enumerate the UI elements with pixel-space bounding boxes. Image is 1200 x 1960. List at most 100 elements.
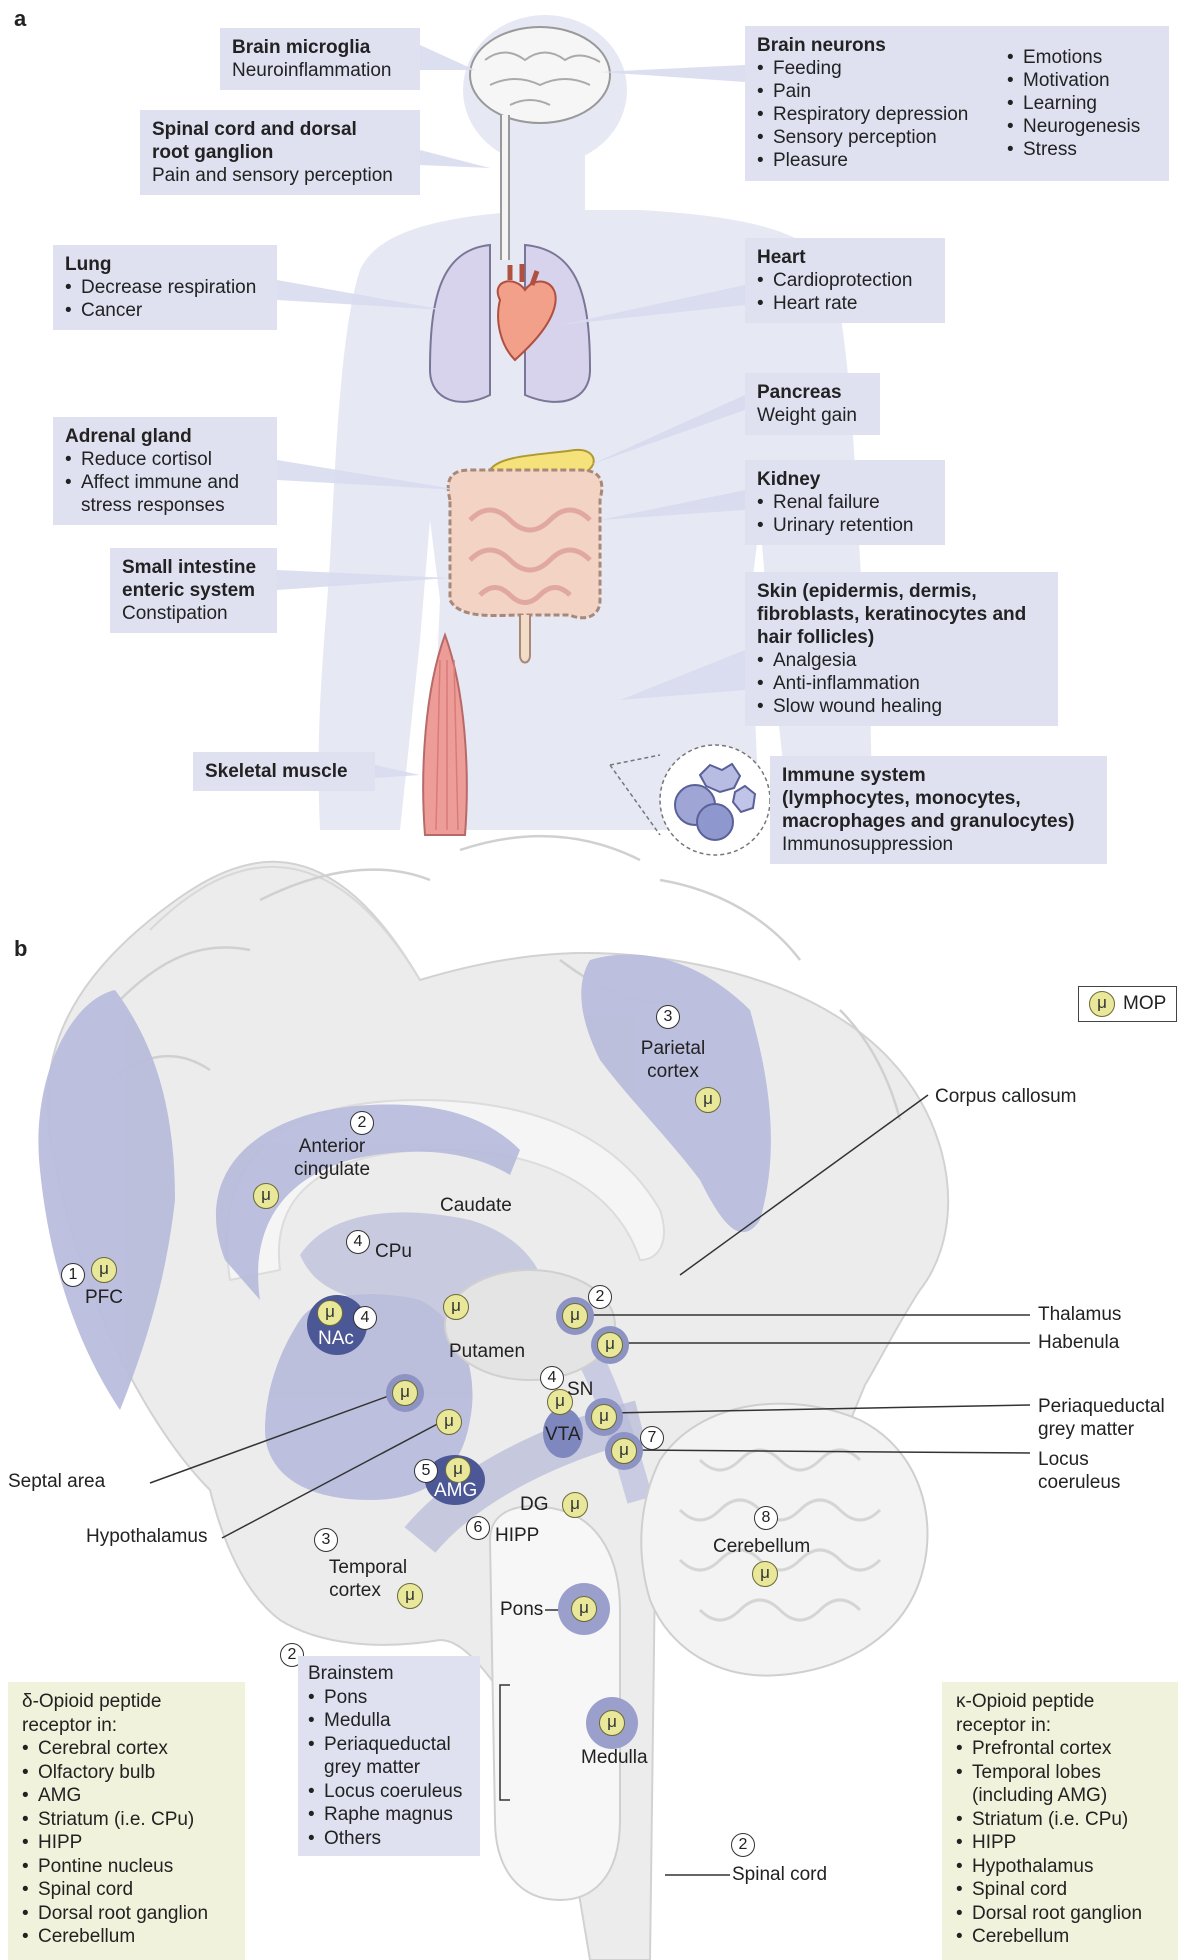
list-item: Others [308,1827,470,1851]
mu-receptor-icon: μ [443,1294,469,1320]
list-item: Dorsal root ganglion [22,1902,231,1926]
number-badge: 4 [540,1366,564,1390]
list-item: Cancer [65,299,265,322]
label-lc-1: Locus [1038,1449,1089,1470]
heart-box: Heart Cardioprotection Heart rate [745,238,945,323]
legend-label: MOP [1123,993,1167,1014]
mu-receptor-icon: μ [436,1409,462,1435]
lung-title: Lung [65,254,112,275]
list-item: Motivation [1007,69,1140,92]
muscle-illustration [422,632,468,836]
number-badge: 2 [350,1111,374,1135]
list-item: Pleasure [757,149,968,172]
list-item: Locus coeruleus [308,1780,470,1804]
kappa-receptor-box: κ-Opioid peptide receptor in: Prefrontal… [942,1682,1178,1960]
delta-title-1: δ-Opioid peptide [22,1691,162,1712]
mu-receptor-icon: μ [317,1300,343,1326]
list-item: Sensory perception [757,126,968,149]
list-item: Hypothalamus [956,1855,1164,1879]
leader-lines [149,1094,1031,1876]
panel-a-label: a [14,6,27,31]
mu-receptor-icon: μ [91,1257,117,1283]
skin-title-2: fibroblasts, keratinocytes and [757,604,1027,625]
kappa-title-1: κ-Opioid peptide [956,1691,1095,1712]
label-lc-2: coeruleus [1038,1472,1121,1493]
immune-title-2: (lymphocytes, monocytes, [782,788,1021,809]
brainstem-box: Brainstem Pons Medulla Periaqueductal gr… [298,1656,480,1856]
skin-title-1: Skin (epidermis, dermis, [757,581,977,602]
mu-receptor-icon: μ [571,1596,597,1622]
label-hipp: HIPP [495,1525,540,1546]
cerebellum-illustration [640,1402,929,1677]
list-item: HIPP [956,1831,1164,1855]
list-item: Urinary retention [757,514,933,537]
brainstem-title: Brainstem [308,1663,394,1684]
muscle-title: Skeletal muscle [205,761,348,782]
intestine-title-1: Small intestine [122,557,257,578]
mu-receptor-icon: μ [547,1389,573,1415]
skin-box: Skin (epidermis, dermis, fibroblasts, ke… [745,572,1058,726]
label-cpu: CPu [375,1241,412,1262]
brain-neurons-list-1: Feeding Pain Respiratory depression Sens… [757,57,968,172]
list-item: Affect immune and stress responses [65,471,265,517]
label-habenula: Habenula [1038,1332,1120,1353]
intestine-text: Constipation [122,603,228,624]
list-item: Cerebral cortex [22,1737,231,1761]
list-item: Spinal cord [22,1878,231,1902]
list-item: Analgesia [757,649,1046,672]
spinal-title-1: Spinal cord and dorsal [152,119,357,140]
list-item: Raphe magnus [308,1803,470,1827]
intestine-title-2: enteric system [122,580,256,601]
label-pfc: PFC [85,1287,123,1308]
label-putamen: Putamen [449,1341,526,1362]
kappa-title-2: receptor in: [956,1714,1052,1736]
brain-neurons-title: Brain neurons [757,35,886,56]
list-item: Striatum (i.e. CPu) [22,1808,231,1832]
label-hypothalamus: Hypothalamus [86,1526,208,1547]
immune-system-box: Immune system (lymphocytes, monocytes, m… [770,756,1107,864]
kidney-box: Kidney Renal failure Urinary retention [745,460,945,545]
list-item: Learning [1007,92,1140,115]
kidney-title: Kidney [757,469,821,490]
mu-receptor-icon: μ [445,1457,471,1483]
brain-neurons-list-2: Emotions Motivation Learning Neurogenesi… [1007,46,1140,161]
pancreas-box: Pancreas Weight gain [745,373,880,435]
label-caudate: Caudate [440,1195,512,1216]
list-item: Dorsal root ganglion [956,1902,1164,1926]
heart-title: Heart [757,247,806,268]
list-item: Renal failure [757,491,933,514]
list-item: Heart rate [757,292,933,315]
immune-text: Immunosuppression [782,834,954,855]
list-item: Cerebellum [956,1925,1164,1949]
label-spinal-cord: Spinal cord [732,1864,828,1885]
list-item: Cerebellum [22,1925,231,1949]
number-badge: 2 [588,1285,612,1309]
skin-title-3: hair follicles) [757,627,875,648]
list-item: Slow wound healing [757,695,1046,718]
label-dg: DG [520,1494,549,1515]
spinal-title-2: root ganglion [152,142,274,163]
mu-receptor-icon: μ [397,1583,423,1609]
delta-receptor-box: δ-Opioid peptide receptor in: Cerebral c… [8,1682,245,1960]
label-anterior-cingulate-2: cingulate [293,1159,371,1180]
list-item: Stress [1007,138,1140,161]
mu-receptor-icon: μ [562,1492,588,1518]
adrenal-title: Adrenal gland [65,426,192,447]
lung-box: Lung Decrease respiration Cancer [53,245,277,330]
callout-wedges [277,45,745,778]
brain-neurons-box: Brain neurons Feeding Pain Respiratory d… [745,26,1169,181]
label-pons: Pons [500,1599,544,1620]
gyri [109,834,902,1121]
mu-receptor-icon: μ [562,1303,588,1329]
list-item: Feeding [757,57,968,80]
brain-illustration [469,26,611,124]
number-badge: 1 [61,1263,85,1287]
number-badge: 3 [656,1005,680,1029]
label-sn: SN [567,1379,594,1400]
list-item-continued: (including AMG) [972,1785,1108,1806]
list-item: Neurogenesis [1007,115,1140,138]
label-pag-2: grey matter [1038,1419,1135,1440]
small-intestine-box: Small intestine enteric system Constipat… [110,548,277,633]
list-item: AMG [22,1784,231,1808]
